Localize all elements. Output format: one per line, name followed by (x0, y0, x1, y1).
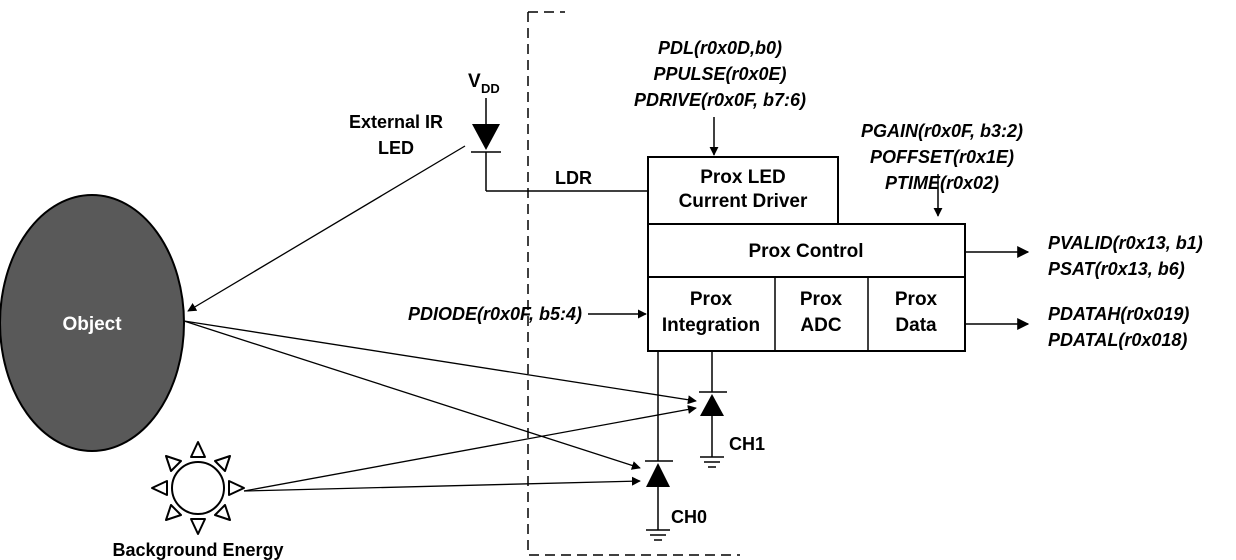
prox-adc-label-1: Prox (800, 289, 843, 310)
prox-lower-block (647, 276, 966, 352)
prox-control-label: Prox Control (748, 241, 863, 262)
led-driver-label-2: Current Driver (679, 191, 808, 212)
prox-integration-label-1: Prox (690, 289, 733, 310)
sun-icon (151, 441, 245, 535)
led-driver-label-1: Prox LED (700, 167, 786, 188)
prox-adc-label-2: ADC (800, 315, 841, 336)
reg-pgain: PGAIN(r0x0F, b3:2) (861, 121, 1023, 141)
reg-pdiode: PDIODE(r0x0F, b5:4) (408, 304, 582, 324)
vdd-label: V (468, 71, 481, 92)
prox-data-label-2: Data (895, 315, 937, 336)
reg-pvalid: PVALID(r0x13, b1) (1048, 233, 1203, 253)
ch0-label: CH0 (671, 507, 707, 527)
object-label: Object (62, 314, 122, 335)
prox-data-label-1: Prox (895, 289, 938, 310)
ch1-label: CH1 (729, 434, 765, 454)
reg-pdatah: PDATAH(r0x019) (1048, 304, 1189, 324)
vdd-subscript: DD (481, 81, 500, 96)
prox-control-block (647, 223, 966, 278)
chip-boundary (527, 11, 740, 556)
reg-ppulse: PPULSE(r0x0E) (653, 64, 786, 84)
reg-psat: PSAT(r0x13, b6) (1048, 259, 1185, 279)
prox-integration-label-2: Integration (662, 315, 760, 336)
reg-pdrive: PDRIVE(r0x0F, b7:6) (634, 90, 806, 110)
reg-poffset: POFFSET(r0x1E) (870, 147, 1014, 167)
object-ellipse (0, 194, 185, 452)
ir-led-diode-icon (472, 124, 500, 150)
reg-pdl: PDL(r0x0D,b0) (658, 38, 782, 58)
ch0-diode-icon (646, 463, 670, 487)
reg-pdatal: PDATAL(r0x018) (1048, 330, 1187, 350)
external-ir-led-label-2: LED (378, 138, 414, 158)
ch1-diode-icon (700, 394, 724, 416)
ldr-label: LDR (555, 168, 592, 188)
background-energy-label: Background Energy (112, 540, 283, 560)
reg-ptime: PTIME(r0x02) (885, 173, 999, 193)
external-ir-led-label-1: External IR (349, 112, 443, 132)
